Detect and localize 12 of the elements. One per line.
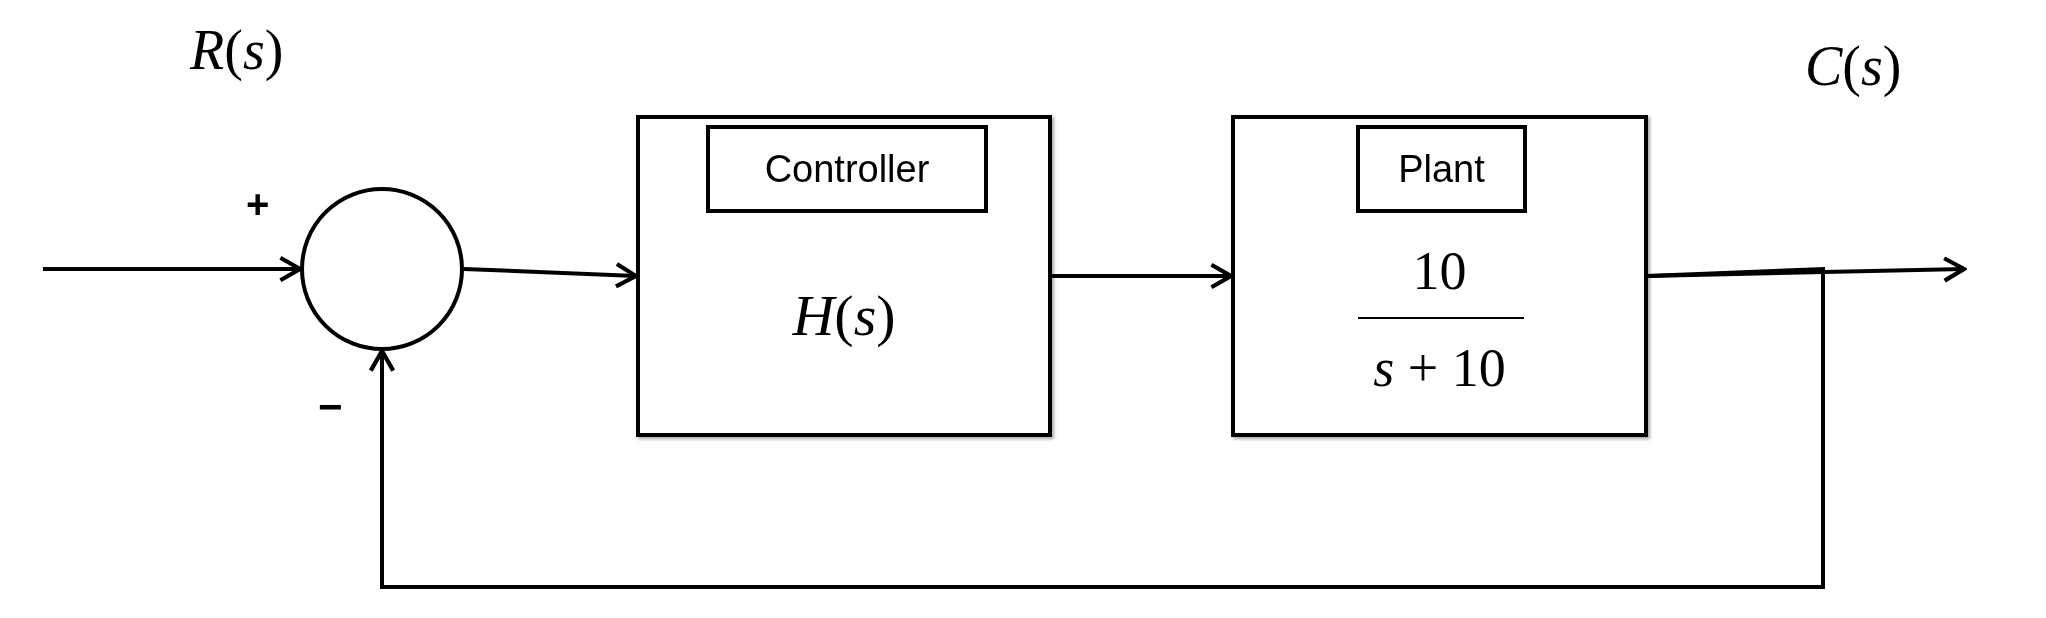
denominator: s + 10 <box>1372 341 1507 395</box>
block-box <box>636 115 1052 437</box>
title-box <box>706 125 988 213</box>
connector-arrow <box>368 266 1825 589</box>
sign-label: − <box>318 386 343 428</box>
sign-label: + <box>246 184 270 224</box>
block-title: Plant <box>1398 150 1485 188</box>
block-box <box>1231 115 1648 437</box>
numerator: 10 <box>1411 244 1468 298</box>
title-box <box>1356 125 1527 213</box>
transfer-function: H(s) <box>791 287 897 345</box>
block-title: Controller <box>764 150 930 188</box>
